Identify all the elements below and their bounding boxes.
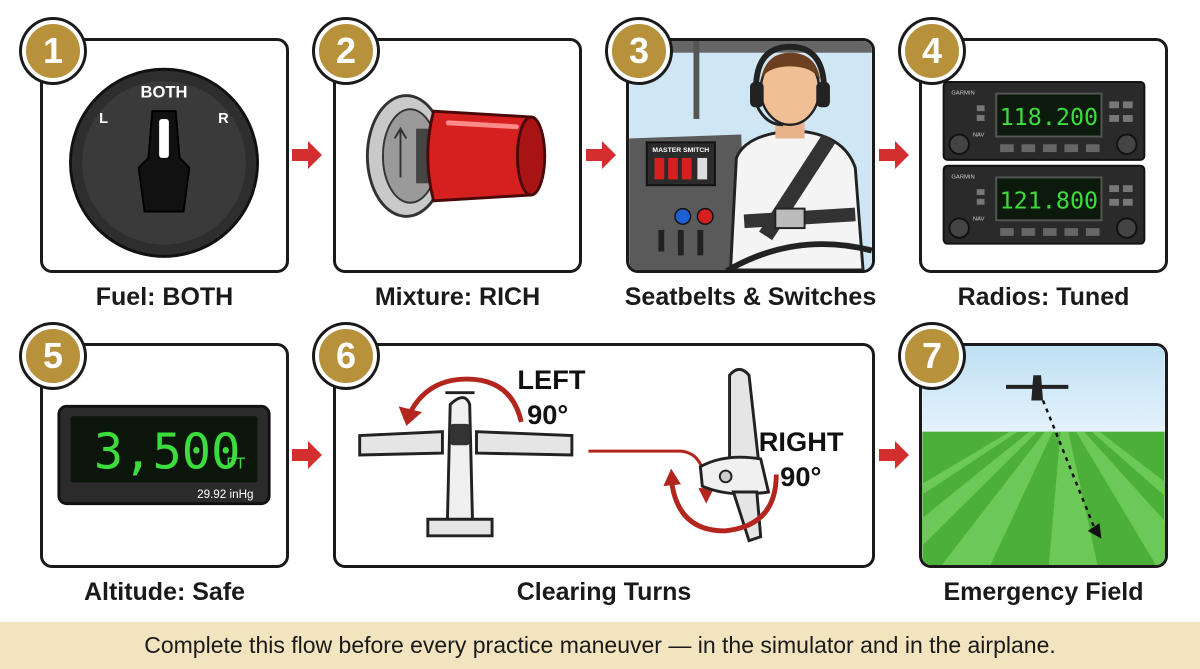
fuel-both-label: BOTH: [141, 83, 188, 102]
master-switch-label: MASTER SMITCH: [652, 147, 709, 154]
radio-1: GARMIN NAV 118.200: [942, 80, 1146, 161]
card-altitude: 3,500 FT 29.92 inHg: [40, 343, 289, 568]
flow-arrow-right-icon: [292, 141, 322, 169]
altimeter-setting: 29.92 inHg: [197, 488, 253, 501]
caption-seatbelts: Seatbelts & Switches: [624, 283, 877, 311]
card-clearing-turns: LEFT 90° RIGHT 90°: [333, 343, 875, 568]
radio-2-band: NAV: [973, 216, 985, 222]
fuel-selector-handle: [137, 110, 191, 213]
step-badge-6: 6: [315, 325, 377, 387]
altitude-reading: 3,500: [94, 425, 240, 481]
step-badge-1: 1: [22, 20, 84, 82]
caption-mixture: Mixture: RICH: [374, 283, 541, 311]
card-mixture: [333, 38, 582, 273]
card-seatbelts-switches: MASTER SMITCH: [626, 38, 875, 273]
radio-2-brand: GARMIN: [951, 174, 974, 180]
right-turn-degrees: 90°: [780, 461, 821, 492]
airplane-silhouette-icon: [1006, 375, 1069, 401]
step-badge-2: 2: [315, 20, 377, 82]
airplane-banked-icon: [698, 367, 771, 543]
card-emergency-field: [919, 343, 1168, 568]
footer-text: Complete this flow before every practice…: [144, 632, 1056, 658]
altitude-unit: FT: [226, 456, 246, 473]
card-fuel-selector: BOTH L R: [40, 38, 289, 273]
step-badge-4: 4: [901, 20, 963, 82]
caption-clearing-turns: Clearing Turns: [516, 578, 692, 606]
right-turn-word: RIGHT: [759, 426, 844, 457]
card-radios: GARMIN NAV 118.200 GARMIN NAV 121.800: [919, 38, 1168, 273]
radio-1-frequency: 118.200: [1000, 103, 1099, 131]
caption-fuel: Fuel: BOTH: [95, 283, 234, 311]
flow-arrow-right-icon: [292, 441, 322, 469]
caption-altitude: Altitude: Safe: [83, 578, 246, 606]
step-badge-3: 3: [608, 20, 670, 82]
left-turn-degrees: 90°: [527, 399, 568, 430]
flow-arrow-right-icon: [879, 441, 909, 469]
radio-2-frequency: 121.800: [1000, 187, 1099, 215]
radio-1-band: NAV: [973, 132, 985, 138]
flow-arrow-right-icon: [879, 141, 909, 169]
left-turn-word: LEFT: [517, 364, 585, 395]
caption-emergency-field: Emergency Field: [943, 578, 1144, 606]
caption-radios: Radios: Tuned: [957, 283, 1130, 311]
airplane-top-view-icon: [358, 391, 574, 538]
fuel-left-label: L: [99, 111, 108, 127]
step-badge-5: 5: [22, 325, 84, 387]
footer-banner: Complete this flow before every practice…: [0, 622, 1200, 669]
fuel-right-label: R: [218, 111, 229, 127]
radio-1-brand: GARMIN: [951, 91, 974, 97]
flow-arrow-right-icon: [586, 141, 616, 169]
radio-2: GARMIN NAV 121.800: [942, 164, 1146, 245]
step-badge-7: 7: [901, 325, 963, 387]
